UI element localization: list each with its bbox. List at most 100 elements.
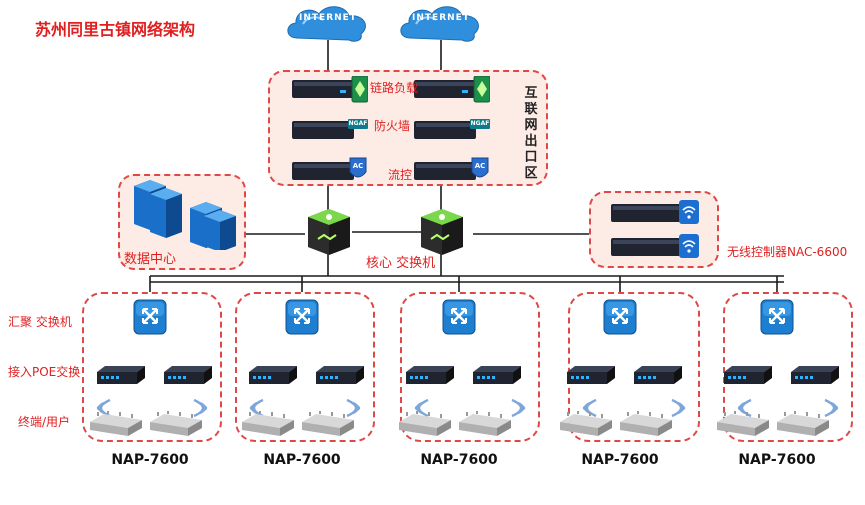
poe-switch — [722, 364, 774, 390]
core-switch-right — [417, 207, 467, 261]
row-label-aggregation: 汇聚 交换机 — [8, 315, 72, 329]
load-balancer-left — [292, 75, 369, 108]
access-point — [455, 410, 513, 442]
poe-switch-icon — [316, 366, 364, 384]
poe-switch-icon — [406, 366, 454, 384]
poe-switch-icon — [791, 366, 839, 384]
access-point-model-label: NAP-7600 — [111, 452, 189, 468]
access-point-icon — [459, 411, 511, 436]
page-title: 苏州同里古镇网络架构 — [35, 20, 196, 39]
wireless-controller-device-bottom — [611, 232, 699, 264]
aggregation-switch — [603, 299, 637, 339]
aggregation-switch — [760, 299, 794, 339]
wifi-signal-right — [190, 397, 216, 423]
load-balancer-label: 链路负载 — [370, 81, 419, 95]
firewall-label: 防火墙 — [374, 119, 411, 133]
poe-switch-icon — [567, 366, 615, 384]
poe-switch — [95, 364, 147, 390]
access-point — [556, 410, 614, 442]
internet-cloud-right: INTERNET — [396, 2, 486, 46]
internet-label-left: INTERNET — [299, 13, 357, 23]
access-point-model-label: NAP-7600 — [738, 452, 816, 468]
poe-switch — [565, 364, 617, 390]
aggregation-switch-icon — [133, 299, 167, 335]
wifi-signal-icon — [346, 398, 361, 418]
wifi-signal-left — [574, 397, 600, 423]
access-point-icon — [620, 411, 672, 436]
wifi-signal-icon — [511, 398, 526, 418]
row-label-terminal: 终端/用户 — [18, 415, 71, 429]
poe-switch — [314, 364, 366, 390]
access-point-icon — [150, 411, 202, 436]
aggregation-switch — [285, 299, 319, 339]
access-point — [238, 410, 296, 442]
internet-label-right: INTERNET — [412, 13, 470, 23]
core-switch-label: 核心 交换机 — [366, 256, 436, 271]
aggregation-switch-icon — [285, 299, 319, 335]
ngaf-badge-right: NGAF — [470, 120, 490, 127]
wifi-signal-left — [241, 397, 267, 423]
access-point-icon — [399, 411, 451, 436]
flow-control-right: AC — [414, 156, 490, 190]
poe-switch-icon — [473, 366, 521, 384]
aggregation-switch-icon — [760, 299, 794, 335]
cloud-icon — [400, 6, 479, 42]
wifi-signal-left — [729, 397, 755, 423]
access-point-icon — [90, 411, 142, 436]
wifi-signal-right — [508, 397, 534, 423]
datacenter-label: 数据中心 — [124, 252, 177, 267]
aggregation-switch-icon — [442, 299, 476, 335]
poe-switch-icon — [97, 366, 145, 384]
access-point — [616, 410, 674, 442]
wifi-signal-icon — [193, 398, 208, 418]
wireless-controller-device-top — [611, 198, 699, 230]
wifi-signal-right — [668, 397, 694, 423]
aggregation-switch — [133, 299, 167, 339]
access-point-model-label: NAP-7600 — [263, 452, 341, 468]
wifi-signal-right — [343, 397, 369, 423]
poe-switch — [789, 364, 841, 390]
access-point-model-label: NAP-7600 — [581, 452, 659, 468]
server-rack-icon — [128, 180, 238, 254]
ac-badge-right: AC — [474, 162, 486, 170]
wifi-signal-icon — [582, 398, 597, 418]
access-point-icon — [302, 411, 354, 436]
poe-switch — [404, 364, 456, 390]
access-point — [395, 410, 453, 442]
wifi-signal-icon — [414, 398, 429, 418]
access-point — [298, 410, 356, 442]
access-point-icon — [242, 411, 294, 436]
poe-switch-icon — [249, 366, 297, 384]
poe-switch-icon — [164, 366, 212, 384]
exit-zone-label: 互联网出口区 — [524, 86, 538, 181]
wifi-signal-icon — [737, 398, 752, 418]
wireless-controller-label: 无线控制器NAC-6600 — [727, 245, 848, 259]
access-point-icon — [717, 411, 769, 436]
poe-switch — [471, 364, 523, 390]
poe-switch-icon — [724, 366, 772, 384]
wifi-signal-icon — [671, 398, 686, 418]
poe-switch-icon — [634, 366, 682, 384]
flow-control-left: AC — [292, 156, 368, 190]
wifi-signal-right — [821, 397, 847, 423]
access-point-icon — [560, 411, 612, 436]
row-label-poe: 接入POE交换 — [8, 365, 81, 379]
access-point — [86, 410, 144, 442]
wifi-signal-left — [406, 397, 432, 423]
internet-cloud-left: INTERNET — [283, 2, 373, 46]
access-point — [146, 410, 204, 442]
ngaf-badge-left: NGAF — [348, 120, 368, 127]
load-balancer-right — [414, 75, 491, 108]
access-point — [713, 410, 771, 442]
aggregation-switch-icon — [603, 299, 637, 335]
core-switch-left — [304, 207, 354, 261]
wifi-signal-icon — [249, 398, 264, 418]
firewall-left: NGAF — [292, 117, 368, 147]
poe-switch — [162, 364, 214, 390]
access-point-icon — [777, 411, 829, 436]
cloud-icon — [287, 6, 366, 42]
poe-switch — [247, 364, 299, 390]
access-point — [773, 410, 831, 442]
aggregation-switch — [442, 299, 476, 339]
firewall-right: NGAF — [414, 117, 490, 147]
